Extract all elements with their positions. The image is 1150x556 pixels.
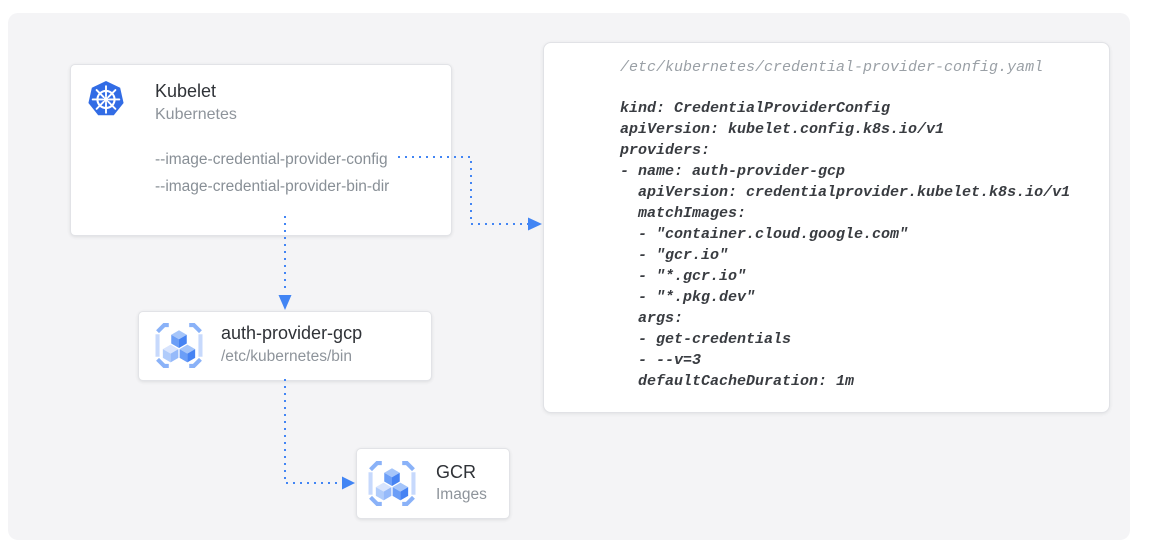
gcr-title: GCR [436, 462, 476, 482]
container-registry-icon [155, 323, 203, 368]
auth-provider-path: /etc/kubernetes/bin [221, 348, 352, 365]
kubernetes-logo-icon [88, 80, 124, 116]
kubelet-subtitle: Kubernetes [155, 106, 237, 123]
arrowhead-right-icon [342, 476, 355, 490]
arrow-auth-provider-to-gcr [284, 379, 341, 484]
auth-provider-title: auth-provider-gcp [221, 323, 363, 343]
arrowhead-right-icon [528, 217, 542, 231]
auth-provider-gcp-node-card: auth-provider-gcp /etc/kubernetes/bin [138, 311, 432, 381]
kubelet-title: Kubelet [155, 81, 217, 101]
flag-image-credential-provider-bin-dir: --image-credential-provider-bin-dir [155, 178, 390, 195]
arrowhead-down-icon [278, 295, 292, 310]
config-yaml-code: kind: CredentialProviderConfig apiVersio… [620, 100, 1071, 390]
flag-image-credential-provider-config: --image-credential-provider-config [155, 151, 388, 168]
gcr-node-card: GCR Images [356, 448, 510, 519]
credential-provider-config-panel: /etc/kubernetes/credential-provider-conf… [543, 42, 1110, 413]
gcr-subtitle: Images [436, 486, 487, 503]
container-registry-icon [368, 461, 416, 506]
diagram-canvas: Kubelet Kubernetes --image-credential-pr… [8, 13, 1130, 540]
kubelet-node-card: Kubelet Kubernetes --image-credential-pr… [70, 64, 452, 236]
config-file-path: /etc/kubernetes/credential-provider-conf… [620, 59, 1044, 76]
kubelet-flags: --image-credential-provider-config --ima… [155, 146, 389, 200]
